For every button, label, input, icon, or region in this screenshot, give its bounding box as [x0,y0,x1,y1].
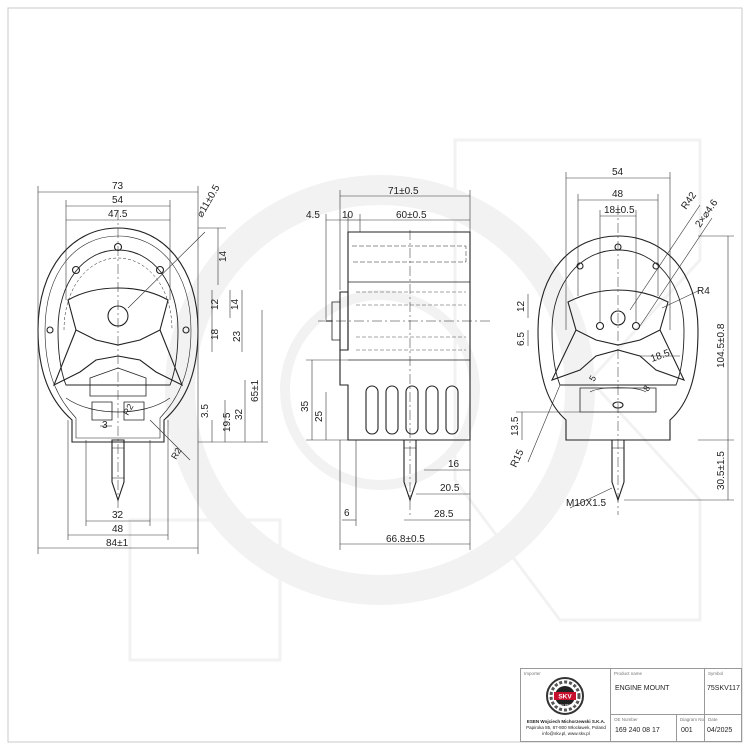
oe-label: OE Number [614,717,638,722]
dim-side-71: 71±0.5 [388,186,419,197]
dim-side-60: 60±0.5 [396,210,427,221]
product-name-cell: Product name ENGINE MOUNT [611,669,705,715]
rear-dimension-lines [516,172,734,509]
dim-front-radius-r2: R2 [169,446,183,461]
dim-rear-6-5: 6.5 [516,332,527,346]
importer-address: ESEN Wojciech Michorzewski S.K.A. Papiro… [522,719,610,737]
dim-rear-18-5: 18.5 [649,348,671,365]
dim-rear-54: 54 [612,167,624,178]
dim-front-32: 32 [234,408,245,420]
diagram-label: Diagram No. [680,717,706,722]
dim-front-width-47-5: 47.5 [108,209,128,220]
sheet-border [7,7,743,743]
dim-rear-48: 48 [612,189,624,200]
dim-side-6: 6 [344,508,350,519]
dim-front-hole-diameter: ⌀11±0.5 [195,183,223,220]
date-cell: Date 04/2025 [705,715,741,741]
dim-front-19-5: 19.5 [222,412,233,432]
title-block: Importer SKV AUTO PARTS ESEN Wojciech Mi… [520,668,742,742]
dim-rear-104-5: 104.5±0.8 [716,323,727,368]
company-name: ESEN Wojciech Michorzewski S.K.A. [526,719,606,724]
date-value: 04/2025 [707,727,733,734]
side-dimension-labels: 71±0.5 4.5 10 60±0.5 35 25 16 20.5 6 28.… [300,186,460,545]
symbol-cell: Symbol 75SKV117 [705,669,741,715]
oe-number-cell: OE Number 169 240 08 17 [611,715,677,741]
dim-front-3-5: 3.5 [200,404,211,418]
dim-rear-12: 12 [516,300,527,312]
dim-front-14-top: 14 [218,250,229,262]
dim-side-4-5: 4.5 [306,210,320,221]
side-view [326,231,471,502]
dim-side-16: 16 [448,459,460,470]
importer-cell: Importer SKV AUTO PARTS ESEN Wojciech Mi… [521,669,611,741]
dim-side-25: 25 [314,410,325,422]
dim-rear-thread: M10X1.5 [566,498,606,509]
dim-rear-8: 8 [641,384,652,393]
dim-side-28-5: 28.5 [434,509,454,520]
dim-rear-r15: R15 [509,448,527,470]
dim-rear-5: 5 [587,374,598,383]
dim-side-35: 35 [300,400,311,412]
dim-front-width-54: 54 [112,195,124,206]
dim-rear-30-5: 30.5±1.5 [716,451,727,490]
dim-front-14: 14 [230,298,241,310]
product-name: ENGINE MOUNT [615,685,670,692]
company-contact: info@skv.pl, www.skv.pl [542,731,590,736]
dim-front-width-73: 73 [112,181,124,192]
product-label: Product name [614,671,643,676]
oe-number: 169 240 08 17 [615,727,660,734]
dim-side-20-5: 20.5 [440,483,460,494]
dim-front-23: 23 [232,330,243,342]
importer-label: Importer [524,671,541,676]
dim-front-12: 12 [210,298,221,310]
dim-rear-18: 18±0.5 [604,205,635,216]
dim-rear-r4: R4 [697,286,710,297]
dim-front-32-bottom: 32 [112,510,124,521]
logo-text: SKV [558,694,572,701]
diagram-number: 001 [681,727,693,734]
date-label: Date [708,717,718,722]
dim-side-10: 10 [342,210,354,221]
dim-front-18: 18 [210,328,221,340]
dim-rear-r42: R42 [679,190,699,212]
front-dimension-lines [37,186,268,554]
dim-front-radius-r2-inner: R2 [121,402,135,417]
dim-front-3: 3 [102,420,108,431]
dim-front-48-bottom: 48 [112,524,124,535]
dim-rear-13-5: 13.5 [510,416,521,436]
logo-subtext: AUTO PARTS [556,703,575,707]
symbol-value: 75SKV117 [707,685,740,692]
diagram-number-cell: Diagram No. 001 [677,715,705,741]
skv-logo: SKV AUTO PARTS [546,677,584,715]
dim-side-66-8: 66.8±0.5 [386,534,425,545]
dim-front-84: 84±1 [106,538,129,549]
dim-front-65: 65±1 [250,379,261,402]
company-address: Papiroka 85, 87-800 Włocławek, Poland [526,725,606,730]
side-dimension-lines [306,190,471,550]
symbol-label: Symbol [708,671,724,676]
